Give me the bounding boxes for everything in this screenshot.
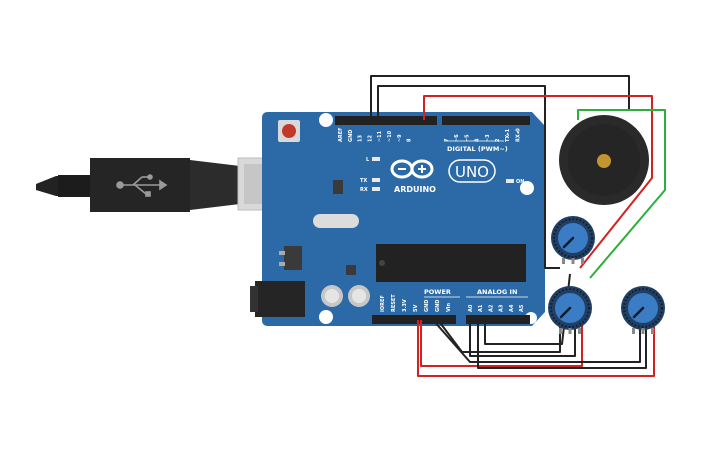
analog-pin-labels: A0 A1 A2 A3 A4 A5	[468, 304, 525, 312]
wire-red-5v-b[interactable]	[420, 320, 583, 367]
wire-red-pin9[interactable]	[423, 95, 653, 269]
piezo-buzzer[interactable]	[559, 115, 649, 205]
led-on	[506, 179, 514, 183]
power-pin-label: GND	[424, 300, 430, 312]
digital-pin-label: 8	[407, 138, 413, 142]
digital-header-label: DIGITAL (PWM~)	[447, 145, 508, 153]
power-header[interactable]	[372, 315, 456, 324]
led-tx	[372, 178, 380, 182]
digital-pin-label: 4	[475, 138, 481, 142]
power-pin-label: GND	[435, 300, 441, 312]
model-label: UNO	[455, 163, 489, 181]
power-pin-label: IOREF	[380, 295, 386, 312]
wire-black-gnd-b[interactable]	[437, 319, 561, 353]
potentiometer-3[interactable]	[621, 286, 665, 334]
led-l	[372, 157, 380, 161]
atmega-chip	[376, 244, 526, 282]
power-header-label: POWER	[424, 288, 451, 296]
wire-black-gnd-top[interactable]	[370, 75, 630, 120]
analog-header[interactable]	[466, 315, 530, 324]
wire-red-5v[interactable]	[417, 320, 655, 377]
capacitors	[321, 285, 370, 307]
potentiometer-1[interactable]	[551, 216, 595, 264]
digital-pin-label: ~9	[397, 134, 403, 142]
power-pin-label: RESET	[391, 294, 397, 312]
digital-pin-label: ~6	[454, 134, 460, 142]
usb-chip	[333, 180, 343, 194]
wire-black-gnd-a[interactable]	[432, 319, 641, 363]
led-on-label: ON	[516, 179, 524, 185]
digital-pin-label: 13	[358, 135, 364, 142]
crystal-oscillator	[313, 214, 359, 228]
power-pin-label: 3.3V	[402, 299, 408, 312]
arduino-logo	[390, 159, 434, 179]
led-rx-label: RX	[360, 187, 368, 193]
digital-pin-label: GND	[348, 130, 354, 142]
analog-pin-label: A3	[499, 304, 505, 312]
voltage-regulator	[284, 246, 302, 270]
analog-header-label: ANALOG IN	[477, 288, 517, 296]
digital-pin-label: 2	[495, 138, 501, 142]
usb-icon	[116, 174, 168, 197]
digital-pin-label: RX◂0	[515, 128, 521, 142]
wire-black-a1[interactable]	[477, 320, 647, 369]
digital-pin-label: ~10	[387, 130, 393, 142]
wire-green[interactable]	[577, 109, 666, 279]
digital-pin-label: AREF	[338, 127, 344, 142]
brand-label: ARDUINO	[394, 185, 436, 194]
led-tx-label: TX	[360, 178, 367, 184]
analog-pin-label: A4	[509, 304, 515, 312]
analog-pin-label: A2	[488, 304, 494, 312]
analog-pin-label: A0	[468, 304, 474, 312]
digital-pin-label: 7	[444, 138, 450, 142]
analog-pin-label: A1	[478, 304, 484, 312]
small-chip	[346, 265, 356, 275]
led-l-label: L	[366, 157, 370, 163]
digital-pin-label: ~11	[377, 130, 383, 142]
power-pin-labels: IOREF RESET 3.3V 5V GND GND Vin	[380, 294, 452, 312]
uno-badge: UNO	[448, 159, 496, 183]
wire-black-a0[interactable]	[469, 320, 576, 357]
digital-pin-label: 12	[367, 135, 373, 142]
reset-button[interactable]	[278, 120, 300, 142]
digital-header[interactable]	[335, 116, 530, 125]
digital-pin-label: ~3	[485, 134, 491, 142]
power-pin-label: Vin	[446, 303, 452, 312]
wire-black-gnd-pot[interactable]	[377, 85, 560, 269]
digital-pin-label: ~5	[464, 134, 470, 142]
led-rx	[372, 187, 380, 191]
analog-pin-label: A5	[519, 304, 525, 312]
digital-pin-label: TX▸1	[505, 128, 511, 142]
potentiometer-2[interactable]	[548, 286, 592, 334]
dc-power-jack	[250, 281, 305, 317]
power-pin-label: 5V	[413, 305, 419, 312]
